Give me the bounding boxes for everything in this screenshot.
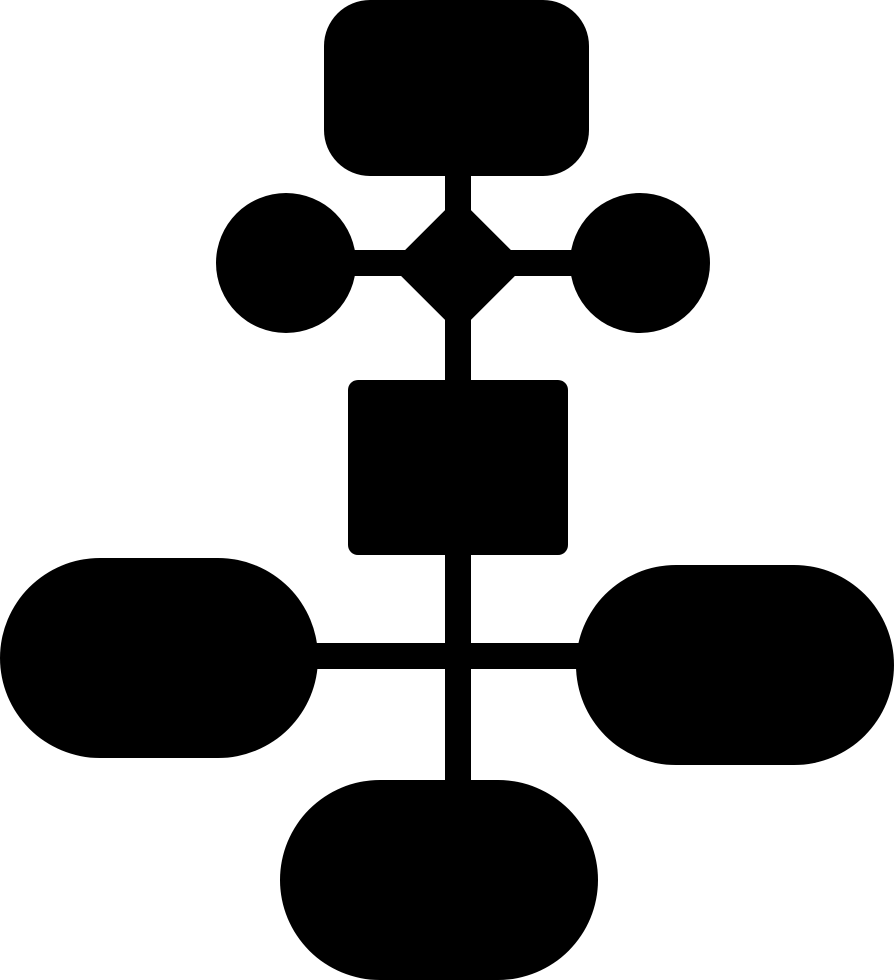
center-diamond-node: [391, 198, 525, 332]
right-oval-node: [576, 565, 894, 765]
left-circle-node: [216, 193, 356, 333]
left-oval-node: [0, 558, 318, 758]
top-box-node: [324, 0, 589, 176]
middle-square-node: [348, 380, 568, 555]
right-circle-node: [570, 193, 710, 333]
connector-left-oval-to-right-oval: [310, 643, 585, 669]
bottom-oval-node: [280, 780, 598, 980]
